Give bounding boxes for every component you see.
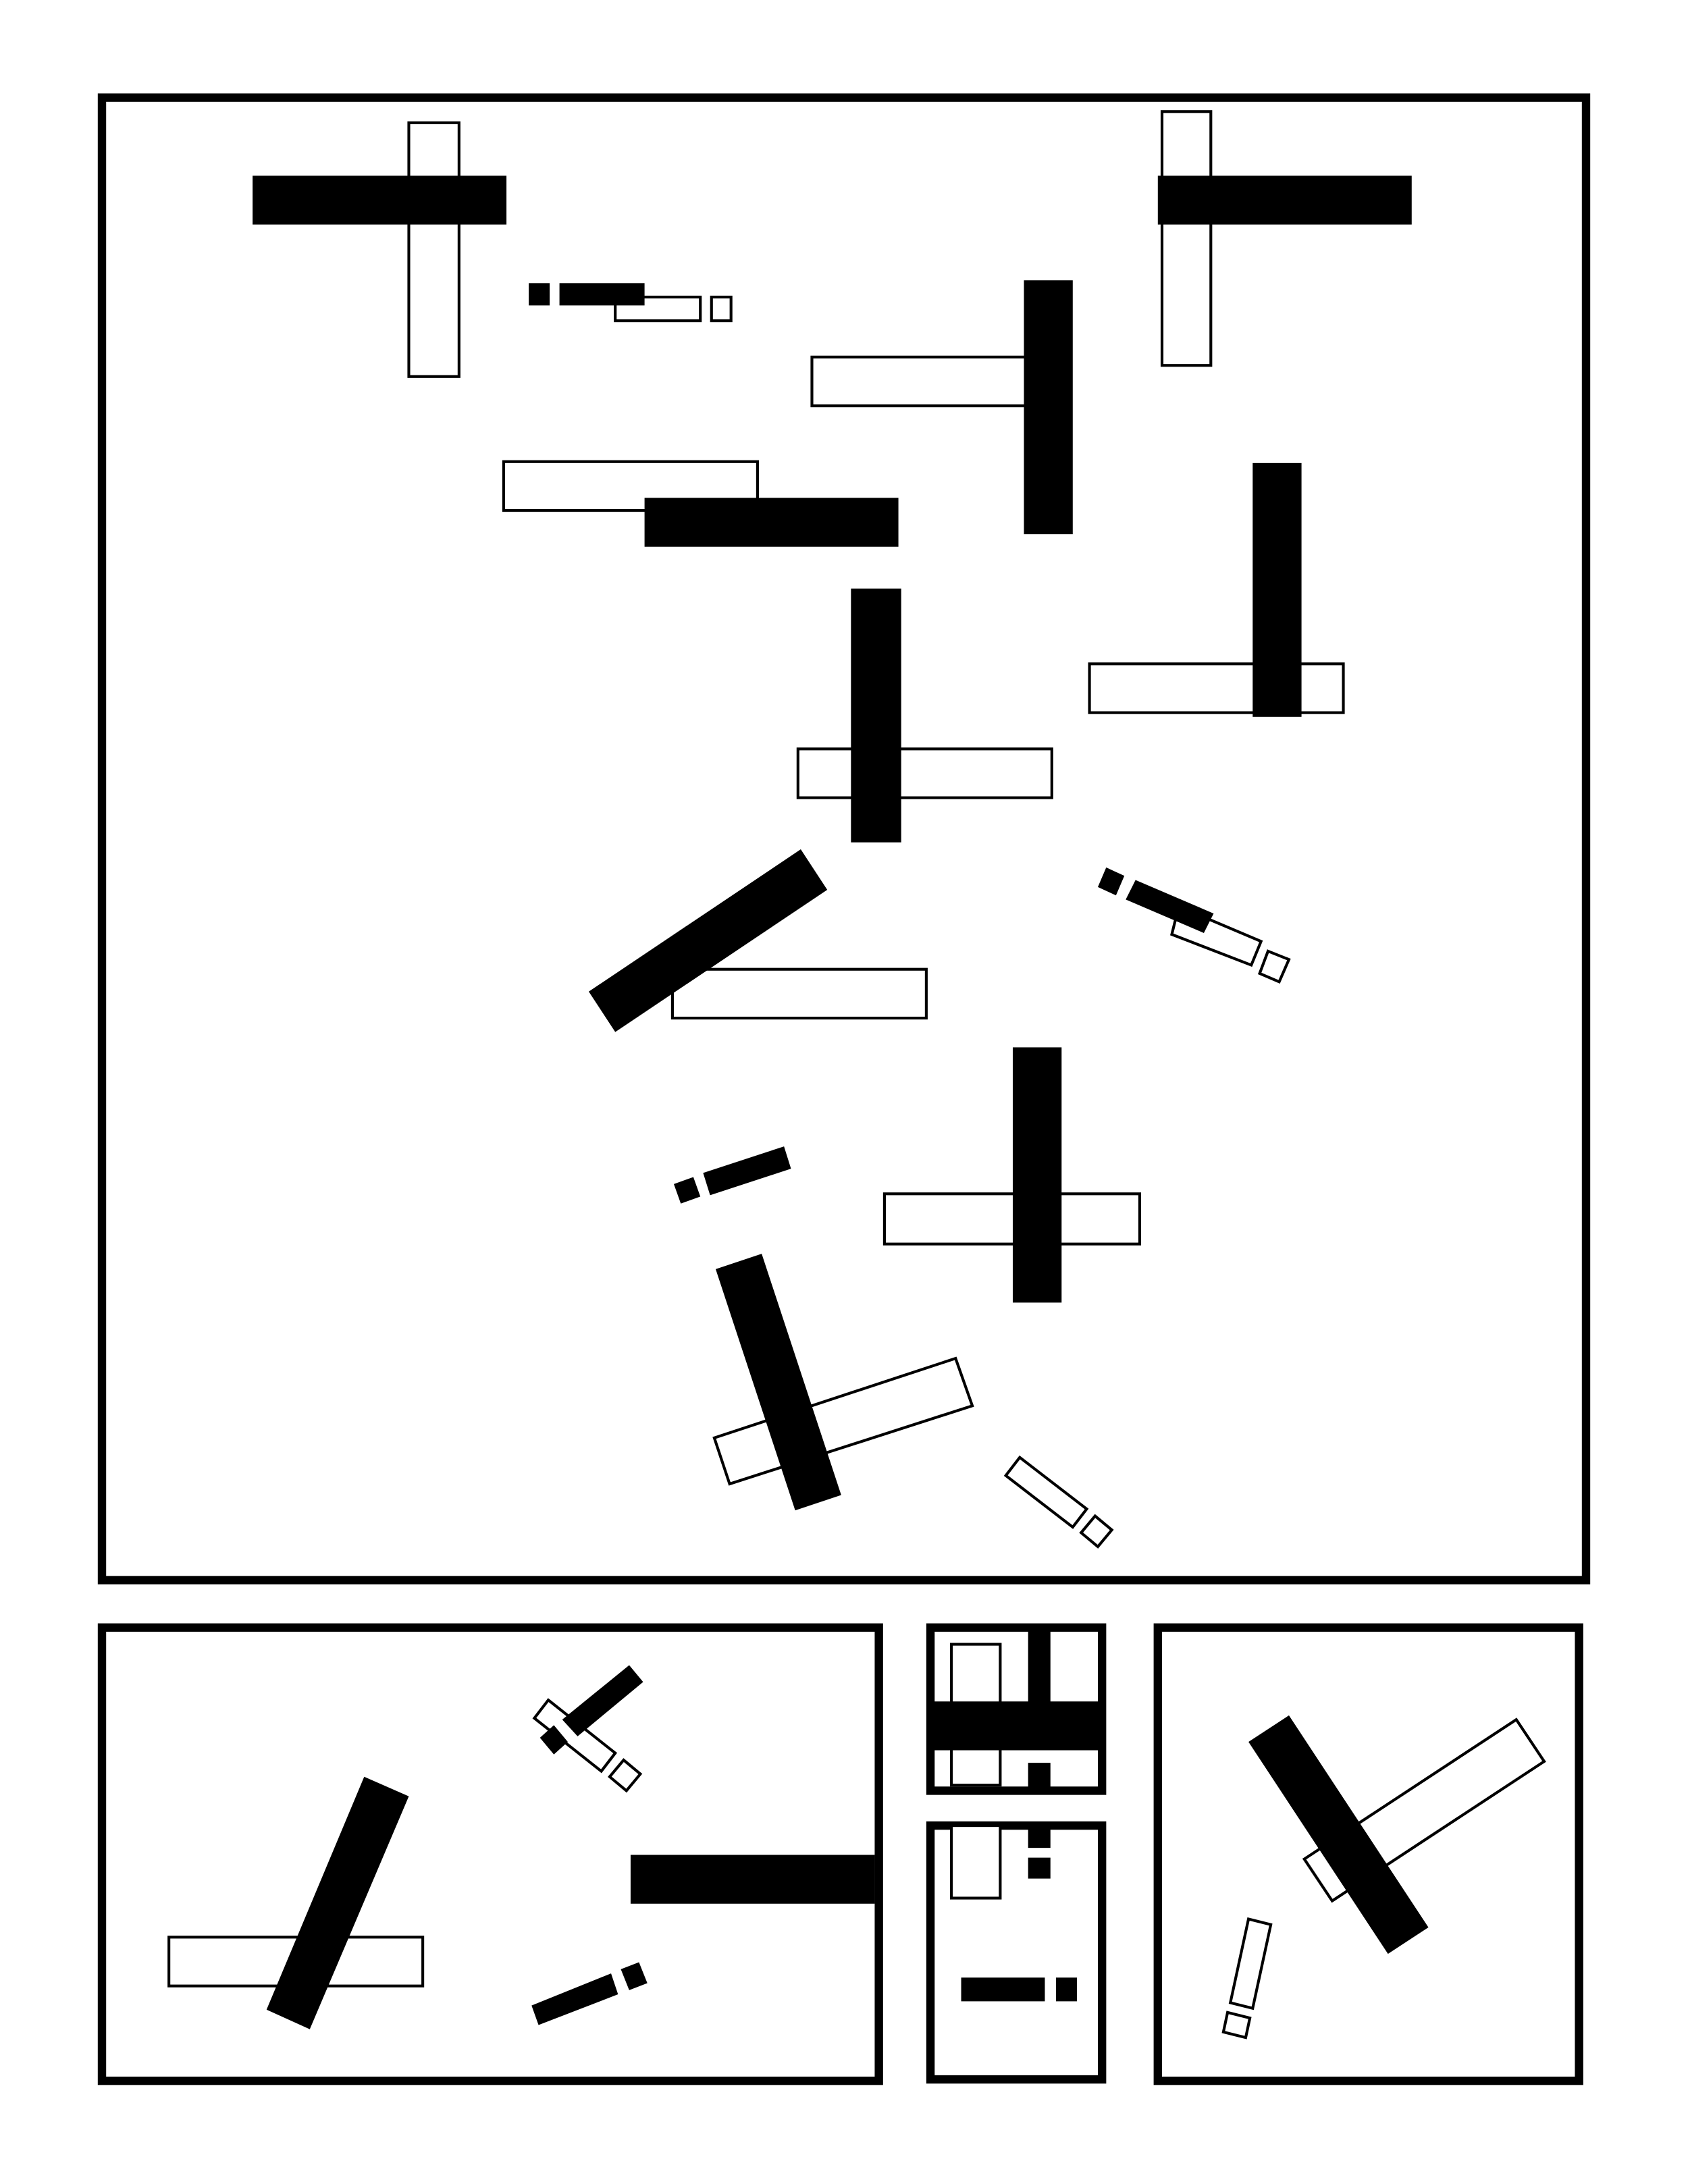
solid-bar [531, 1973, 618, 2025]
bottom-middle-lower-panel-frame [926, 1821, 1107, 2084]
solid-square [621, 1962, 648, 1990]
solid-diagonal-bar [1248, 1715, 1429, 1954]
solid-square [1028, 1763, 1051, 1788]
outline-bar [670, 967, 928, 1020]
l-shape [1088, 462, 1345, 717]
t-shape [810, 280, 1073, 535]
solid-bar [703, 1146, 791, 1196]
cross-shape [712, 1254, 974, 1511]
outline-square [608, 1758, 643, 1793]
solid-diagonal-bar [715, 1254, 841, 1511]
outline-bar [796, 747, 1053, 799]
outline-square [710, 295, 733, 323]
solid-diagonal-bar [266, 1776, 409, 2029]
solid-square [673, 1177, 701, 1204]
bottom-middle-lower-panel [926, 1821, 1107, 2084]
cross-shape [1248, 1715, 1546, 1954]
diagonal-bar-pair [588, 849, 928, 1032]
outline-square [1221, 2010, 1252, 2040]
solid-bar [1028, 1627, 1051, 1705]
solid-bar [1024, 280, 1073, 535]
cross-shape [167, 1776, 425, 2029]
small-bar-group [529, 283, 733, 323]
bottom-middle-upper-panel [926, 1623, 1107, 1795]
solid-bar [1252, 462, 1302, 717]
bottom-right-panel [1153, 1623, 1583, 2085]
outline-bar [502, 460, 759, 512]
bottom-left-panel-frame [97, 1623, 883, 2085]
solid-bar [630, 1855, 875, 1904]
solid-bar [253, 176, 507, 225]
solid-square [1055, 1977, 1077, 2002]
main-panel-frame [97, 93, 1591, 1584]
outline-bar [407, 121, 460, 378]
outline-bar [1088, 662, 1345, 714]
outline-bar [532, 1698, 618, 1774]
outline-bar [1003, 1455, 1089, 1529]
solid-bar [559, 283, 645, 306]
solid-bar [930, 1701, 1103, 1751]
main-panel [97, 93, 1591, 1584]
outline-bar [882, 1192, 1142, 1246]
solid-square [539, 1725, 568, 1755]
cross-shape [253, 121, 507, 378]
solid-square [1028, 1826, 1051, 1848]
small-bar-group [1221, 1917, 1273, 2040]
solid-bar [1012, 1047, 1062, 1303]
small-bar-group [531, 1962, 648, 2025]
offset-bar-pair [502, 460, 899, 547]
solid-diagonal-bar [588, 849, 828, 1032]
outline-bar [1160, 110, 1213, 367]
solid-bar [1157, 176, 1412, 225]
cross-shape [882, 1047, 1142, 1303]
solid-square [1028, 1857, 1051, 1879]
solid-bar [644, 498, 899, 547]
small-bar-group [673, 1146, 791, 1204]
cross-shape [796, 588, 1053, 843]
outline-bar [1228, 1917, 1273, 2010]
bottom-right-panel-frame [1153, 1623, 1583, 2085]
outline-square [1079, 1514, 1114, 1549]
bottom-left-panel [97, 1623, 883, 2085]
cross-shape [1157, 110, 1412, 367]
outline-square [1257, 949, 1291, 984]
solid-square [529, 283, 550, 306]
solid-bar [961, 1977, 1045, 2002]
outline-bar [810, 355, 1031, 408]
small-bar-group [1003, 1455, 1114, 1549]
small-bar-group [1097, 867, 1291, 984]
solid-square [1097, 867, 1125, 896]
small-bar-group [532, 1665, 643, 1793]
outline-bar [949, 1824, 1002, 1900]
solid-bar [1126, 880, 1214, 934]
solid-bar [562, 1665, 643, 1736]
solid-bar [851, 588, 901, 843]
